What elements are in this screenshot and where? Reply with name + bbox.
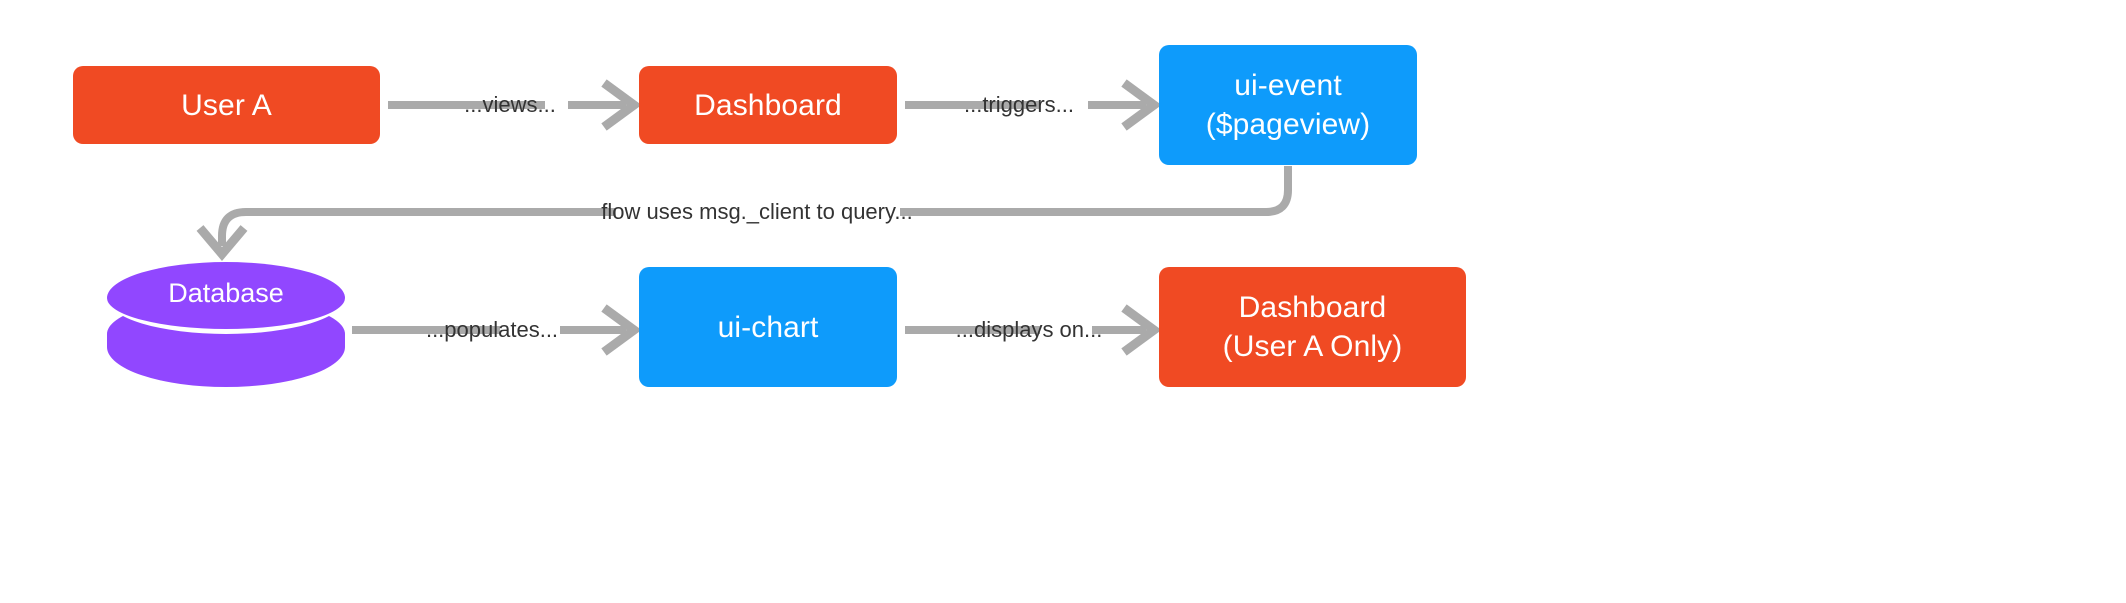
- node-ui-event-label-primary: ui-event: [1234, 69, 1342, 102]
- node-user-a-label: User A: [181, 88, 272, 122]
- cylinder-top-ellipse: [107, 262, 345, 334]
- edge-query-arrowhead: [196, 225, 248, 261]
- node-ui-chart-label: ui-chart: [717, 310, 819, 344]
- edge-views-arrowhead: [601, 79, 642, 131]
- node-dashboard-bottom-label-primary: Dashboard: [1238, 291, 1387, 324]
- edge-label-displays: ...displays on...: [955, 317, 1103, 342]
- edge-displays-arrowhead: [1121, 304, 1162, 356]
- edge-label-triggers: ...triggers...: [963, 92, 1075, 117]
- edge-label-views: ...views...: [464, 92, 556, 117]
- node-database[interactable]: Database: [107, 262, 345, 387]
- node-dashboard-top-label: Dashboard: [694, 88, 842, 122]
- edge-populates-arrowhead: [601, 304, 642, 356]
- edge-query-path-left: [218, 208, 616, 246]
- node-ui-chart[interactable]: ui-chart: [639, 267, 897, 387]
- node-dashboard-bottom[interactable]: Dashboard (User A Only): [1159, 267, 1466, 387]
- edge-label-populates: ...populates...: [425, 317, 559, 342]
- node-ui-event[interactable]: ui-event ($pageview): [1159, 45, 1417, 165]
- node-database-label: Database: [168, 278, 284, 308]
- edge-query-path-right: [900, 166, 1292, 216]
- node-ui-event-label-secondary: ($pageview): [1205, 108, 1371, 141]
- node-user-a[interactable]: User A: [73, 66, 380, 144]
- node-dashboard-top[interactable]: Dashboard: [639, 66, 897, 144]
- node-dashboard-bottom-label-secondary: (User A Only): [1222, 330, 1403, 363]
- edge-triggers-arrowhead: [1121, 79, 1162, 131]
- edge-label-query: flow uses msg._client to query...: [601, 199, 913, 224]
